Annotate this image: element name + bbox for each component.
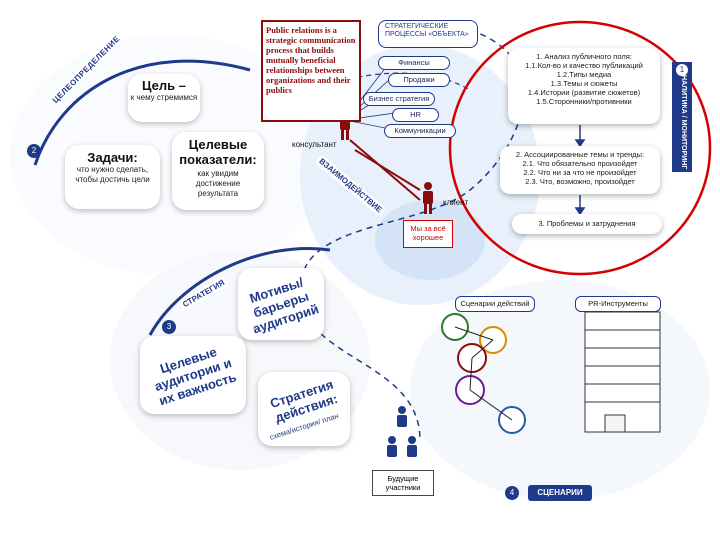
themes-item: 2.1. Что обязательно произойдет: [522, 159, 638, 168]
monitoring-tab[interactable]: АНАЛИТИКА / МОНИТОРИНГ: [672, 62, 692, 172]
indicators-bubble[interactable]: Целевые показатели: как увидим достижени…: [172, 132, 264, 210]
scenarios-tab[interactable]: СЦЕНАРИИ: [528, 485, 592, 501]
goal-arc: [33, 59, 251, 166]
interaction-label: ВЗАИМОДЕЙСТВИЕ: [314, 153, 387, 218]
pill-finance[interactable]: Финансы: [378, 56, 450, 70]
strategic-processes-box: СТРАТЕГИЧЕСКИЕ ПРОЦЕССЫ «ОБЪЕКТА»: [378, 20, 478, 48]
arrow-consultant-client: [349, 139, 421, 201]
themes-box[interactable]: 2. Ассоциированные темы и тренды: 2.1. Ч…: [500, 146, 660, 194]
analysis-title: 1. Анализ публичного поля:: [536, 52, 632, 61]
analysis-item: 1.1.Кол-во и качество публикаций: [525, 61, 643, 70]
analysis-item: 1.2.Типы медиа: [556, 70, 612, 79]
pr-tools-stairs: [584, 311, 661, 433]
step-2-badge: 2: [27, 144, 41, 158]
client-person-icon: [423, 182, 433, 214]
pill-communications[interactable]: Коммуникации: [384, 124, 456, 138]
pill-business-strategy[interactable]: Бизнес стратегия: [363, 92, 435, 106]
indicators-title: Целевые показатели:: [179, 137, 257, 167]
future-participants-box: Будущие участники: [372, 470, 434, 496]
themes-title: 2. Ассоциированные темы и тренды:: [515, 150, 645, 159]
future-person-icon: [387, 406, 417, 457]
goal-sub: к чему стремимся: [130, 93, 198, 102]
tasks-sub: что нужно сделать, чтобы достичь цели: [75, 165, 150, 184]
goal-region-blob: [10, 35, 330, 275]
pill-hr[interactable]: HR: [392, 108, 439, 122]
motives-bubble[interactable]: Мотивы/ барьеры аудиторий: [238, 268, 324, 340]
arrow-client-consultant: [354, 149, 421, 191]
step-1-badge: 1: [676, 64, 688, 76]
problems-box[interactable]: 3. Проблемы и затруднения: [512, 214, 662, 234]
motives-text: Мотивы/ барьеры аудиторий: [247, 274, 321, 337]
pr-definition-box: Public relations is a strategic communic…: [261, 20, 361, 122]
client-label: клиент: [443, 198, 469, 207]
analytics-highlight-oval: [448, 20, 712, 276]
analysis-item: 1.5.Сторонники/противники: [536, 97, 632, 106]
themes-item: 2.2. Что ни за что не произойдет: [523, 168, 637, 177]
analysis-item: 1.4.Истории (развитие сюжетов): [527, 88, 641, 97]
target-audiences-text: Целевые аудитории и их важность: [152, 344, 239, 409]
analytics-flow-arrows: [574, 125, 586, 216]
interaction-label-area: ВЗАИМОДЕЙСТВИЕ: [314, 153, 388, 220]
consultant-label: консультант: [292, 140, 337, 149]
step-4-badge: 4: [505, 486, 519, 500]
pr-definition-text: Public relations is a strategic communic…: [266, 25, 356, 95]
tasks-bubble[interactable]: Задачи: что нужно сделать, чтобы достичь…: [65, 145, 160, 209]
themes-item: 2.3. Что, возможно, произойдет: [525, 177, 635, 186]
tasks-title: Задачи:: [87, 150, 138, 165]
goal-title: Цель –: [142, 78, 186, 93]
indicators-sub: как увидим достижение результата: [195, 169, 241, 198]
analysis-item: 1.3.Темы и сюжеты: [550, 79, 618, 88]
target-audiences-bubble[interactable]: Целевые аудитории и их важность: [140, 336, 246, 414]
analysis-box[interactable]: 1. Анализ публичного поля: 1.1.Кол-во и …: [508, 48, 660, 124]
step-3-badge: 3: [162, 320, 176, 334]
scenario-network-graphic: [441, 313, 526, 434]
scenarios-actions-header[interactable]: Сценарии действий: [455, 296, 535, 312]
strategy-arc: [148, 247, 331, 336]
pr-tools-header[interactable]: PR-Инструменты: [575, 296, 661, 312]
all-good-box: Мы за всё хорошее: [403, 220, 453, 248]
goal-bubble[interactable]: Цель – к чему стремимся: [128, 74, 200, 122]
action-strategy-bubble[interactable]: Стратегия действия: схема/история/ план: [258, 372, 350, 446]
monitoring-label: АНАЛИТИКА / МОНИТОРИНГ: [680, 70, 687, 170]
pill-sales[interactable]: Продажи: [388, 73, 450, 87]
